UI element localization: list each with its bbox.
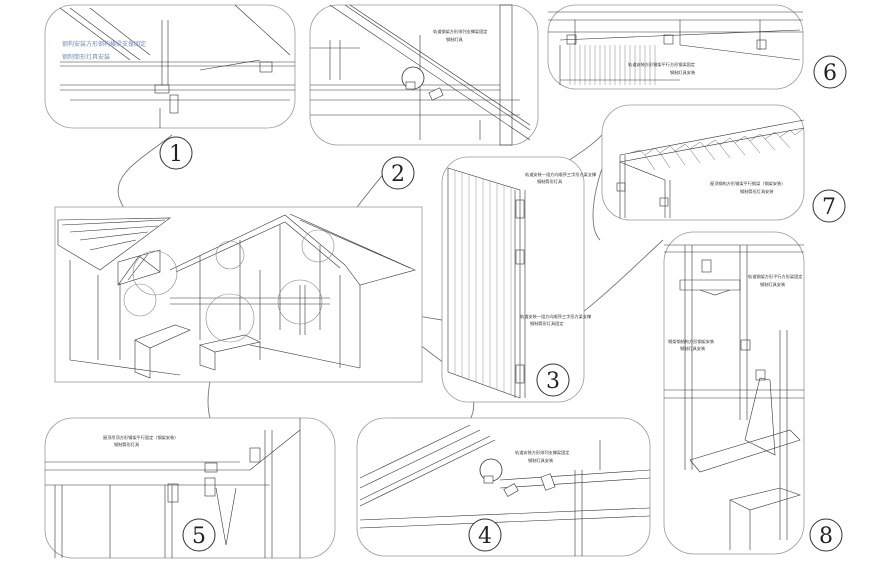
panel-number: 3 <box>546 369 560 394</box>
panel-number: 7 <box>822 195 836 220</box>
panel-note-2: 钢制筒形灯具安装 <box>62 53 110 61</box>
panel-number: 8 <box>819 524 833 549</box>
spotlight-icon <box>483 475 494 484</box>
panel-number-badge <box>809 518 843 552</box>
panel-note-1: 轨道钢架方形排列支撑梁固定 <box>433 28 487 35</box>
panel-note-2: 钢制灯具安装 <box>528 457 554 464</box>
panel-note-2: 钢制灯具 <box>446 36 464 43</box>
wall-cladding <box>454 170 512 395</box>
panel-note-1: 轨道钢架方形平行方形梁固定 <box>748 273 802 280</box>
panel-drawing <box>59 4 295 128</box>
panel-frame <box>309 4 539 146</box>
building-drawing <box>57 213 416 379</box>
spotlight-icon <box>503 483 519 497</box>
panel-number: 1 <box>169 142 183 167</box>
detail-panel-3: 轨道安装一组方向顺序三字形方梁支撑 钢制筒形灯具 轨道安装一组方向顺序三字形方梁… <box>441 156 597 403</box>
panel-number-badge <box>536 363 570 397</box>
panel-note-1: 轨道安装方形排列支撑梁固定 <box>515 449 569 456</box>
panel-note-2: 钢制筒形灯具 <box>537 178 563 185</box>
panel-number-badge <box>381 156 415 190</box>
detail-panel-7: 屋顶钢构方形钢架平行钢梁（钢架安装） 钢制筒形灯具安装 7 <box>601 104 846 223</box>
panel-number: 2 <box>391 162 405 187</box>
panel-drawing <box>45 418 301 558</box>
panel-note-4: 钢制筒形灯具固定 <box>530 320 564 327</box>
detail-panel-5: 屋顶吊顶方形钢架平行固定（钢架安装） 钢制筒形灯具 5 <box>44 417 336 559</box>
panel-number-badge <box>182 518 216 552</box>
panel-note-3: 钢架钢结构方形钢架安装 <box>668 338 715 345</box>
connector-7 <box>592 159 606 241</box>
panel-number: 4 <box>478 524 492 549</box>
spotlight-icon <box>428 87 444 101</box>
detail-panel-4: 轨道安装方形排列支撑梁固定 钢制灯具安装 4 <box>356 417 651 557</box>
panel-note-2: 钢制筒形灯具安装 <box>740 188 774 195</box>
spotlight-icon <box>540 473 556 491</box>
panel-frame <box>663 231 805 555</box>
wall-hatching <box>569 45 656 85</box>
detail-panel-1: 钢构安装方形钢构横梁支撑固定 钢制筒形灯具安装 1 <box>44 4 296 170</box>
axonometric-frame <box>54 206 423 383</box>
panel-frame <box>601 104 805 221</box>
panel-note-2: 钢制筒形灯具 <box>114 441 140 448</box>
detail-panel-2: 轨道钢架方形排列支撑梁固定 钢制灯具 2 <box>309 4 539 190</box>
panel-note-4: 钢制灯具安装 <box>680 345 706 352</box>
callout-circles <box>123 229 335 343</box>
spotlight-icon <box>405 81 416 90</box>
panel-drawing <box>310 4 531 146</box>
panel-drawing <box>359 424 651 556</box>
panel-number-badge <box>813 55 847 89</box>
panel-number-badge <box>468 518 502 552</box>
panel-drawing <box>447 167 526 399</box>
detail-panel-6: 轨道安装方形钢架平行方形钢梁固定 钢制灯具安装 6 <box>547 4 847 90</box>
panel-drawing <box>616 119 805 218</box>
panel-number-badge <box>812 189 846 223</box>
panel-frame <box>44 417 336 559</box>
panel-note-1: 轨道安装一组方向顺序三字形方梁支撑 <box>525 171 597 178</box>
panel-note-1: 屋顶吊顶方形钢架平行固定（钢架安装） <box>103 434 178 441</box>
panel-note-2: 钢制灯具安装 <box>760 281 786 288</box>
panel-note-1: 轨道安装方形钢架平行方形钢梁固定 <box>628 61 695 68</box>
panel-number-badge <box>159 136 193 170</box>
panel-number: 5 <box>192 524 206 549</box>
corrugated-roof <box>629 127 805 171</box>
panel-note-3: 轨道安装一组方向顺序三字形方梁支撑 <box>520 313 592 320</box>
panel-number: 6 <box>823 61 837 86</box>
central-axonometric-view <box>54 206 423 383</box>
panel-note-1: 屋顶钢构方形钢架平行钢梁（钢架安装） <box>710 180 785 187</box>
panel-drawing <box>664 244 804 550</box>
panel-note-2: 钢制灯具安装 <box>670 69 696 76</box>
panel-frame <box>547 4 804 90</box>
panel-note-1: 钢构安装方形钢构横梁支撑固定 <box>62 40 146 48</box>
panel-frame <box>441 156 585 403</box>
detail-panel-8: 轨道钢架方形平行方形梁固定 钢制灯具安装 钢架钢结构方形钢架安装 钢制灯具安装 … <box>663 231 843 555</box>
panel-frame <box>356 417 651 557</box>
